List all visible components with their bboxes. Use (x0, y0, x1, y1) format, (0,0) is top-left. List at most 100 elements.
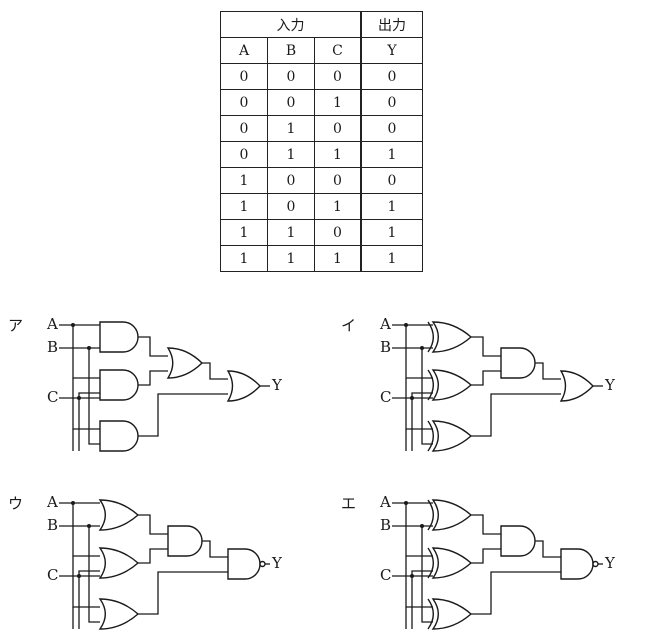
xor-gate (431, 321, 473, 353)
cell-c: 1 (314, 193, 362, 220)
or-gate (226, 370, 261, 402)
or-gate (166, 347, 204, 379)
cell-b: 1 (267, 245, 315, 272)
and-gate (99, 420, 139, 452)
inverter-bubble (592, 560, 599, 568)
inverter-bubble (259, 560, 266, 568)
wire (88, 526, 100, 623)
input-label-c: C (380, 388, 391, 406)
input-label-a: A (46, 315, 58, 333)
wire (411, 570, 433, 576)
circuit-label: イ (341, 317, 356, 335)
circuit-1: ア AB C Y (8, 315, 283, 452)
wire (78, 392, 100, 398)
cell-y: 1 (360, 141, 423, 168)
cell-a: 1 (220, 245, 268, 272)
and-gate (167, 525, 203, 557)
input-label-b: B (380, 516, 391, 534)
xor-extra-arc (427, 420, 435, 452)
input-label-b: B (47, 516, 58, 534)
wire (138, 514, 168, 535)
cell-y: 1 (360, 245, 423, 272)
cell-b: 1 (267, 115, 315, 142)
xor-gate (431, 369, 473, 401)
or-gate (98, 598, 140, 630)
and-gate (99, 321, 139, 353)
xor-gate (431, 420, 473, 452)
xor-extra-arc (427, 598, 435, 630)
cell-b: 0 (267, 89, 315, 116)
or-gate (98, 499, 140, 531)
cell-y: 1 (360, 193, 423, 220)
cell-a: 0 (220, 115, 268, 142)
xor-extra-arc (427, 369, 435, 401)
wire (138, 370, 168, 386)
output-label-y: Y (271, 554, 283, 572)
or-gate (559, 370, 594, 402)
xor-extra-arc (427, 321, 435, 353)
wire (471, 370, 501, 386)
wire (535, 540, 561, 558)
wire (471, 336, 501, 357)
xor-extra-arc (427, 499, 435, 531)
cell-c: 1 (314, 141, 362, 168)
circuit-3: ウ AB C Y (8, 493, 283, 630)
wire (88, 348, 100, 445)
cell-c: 0 (314, 167, 362, 194)
wire (535, 362, 561, 380)
input-label-c: C (380, 566, 391, 584)
and-gate (99, 369, 139, 401)
wire (138, 548, 168, 564)
output-label-y: Y (271, 376, 283, 394)
wire (138, 393, 228, 437)
output-group-header: 出力 (360, 11, 423, 38)
wire (202, 540, 228, 558)
truth-table-column-header: A B C Y (220, 37, 423, 64)
and-gate (500, 525, 536, 557)
cell-y: 0 (360, 167, 423, 194)
input-label-c: C (47, 566, 58, 584)
circuit-label: エ (341, 495, 356, 513)
input-label-b: B (380, 338, 391, 356)
xor-gate (431, 547, 473, 579)
column-header-c: C (314, 37, 362, 64)
nand-gate (560, 548, 594, 580)
circuit-label: ウ (8, 495, 23, 513)
cell-b: 0 (267, 193, 315, 220)
and-gate (500, 347, 536, 379)
wire (471, 514, 501, 535)
circuit-label: ア (8, 317, 23, 335)
wire (72, 556, 100, 608)
wire (421, 526, 433, 623)
xor-gate (431, 598, 473, 630)
input-label-a: A (46, 493, 58, 511)
wire (202, 362, 228, 380)
wire (72, 378, 100, 430)
cell-a: 0 (220, 89, 268, 116)
input-label-c: C (47, 388, 58, 406)
input-group-header: 入力 (220, 11, 362, 38)
cell-b: 1 (267, 219, 315, 246)
wire (78, 570, 100, 576)
cell-c: 1 (314, 245, 362, 272)
cell-c: 0 (314, 115, 362, 142)
column-header-y: Y (360, 37, 423, 64)
cell-b: 0 (267, 63, 315, 90)
input-label-a: A (379, 315, 391, 333)
wire (471, 393, 561, 437)
xor-extra-arc (427, 547, 435, 579)
output-label-y: Y (604, 554, 616, 572)
input-label-b: B (47, 338, 58, 356)
wire (421, 348, 433, 445)
cell-a: 0 (220, 63, 268, 90)
